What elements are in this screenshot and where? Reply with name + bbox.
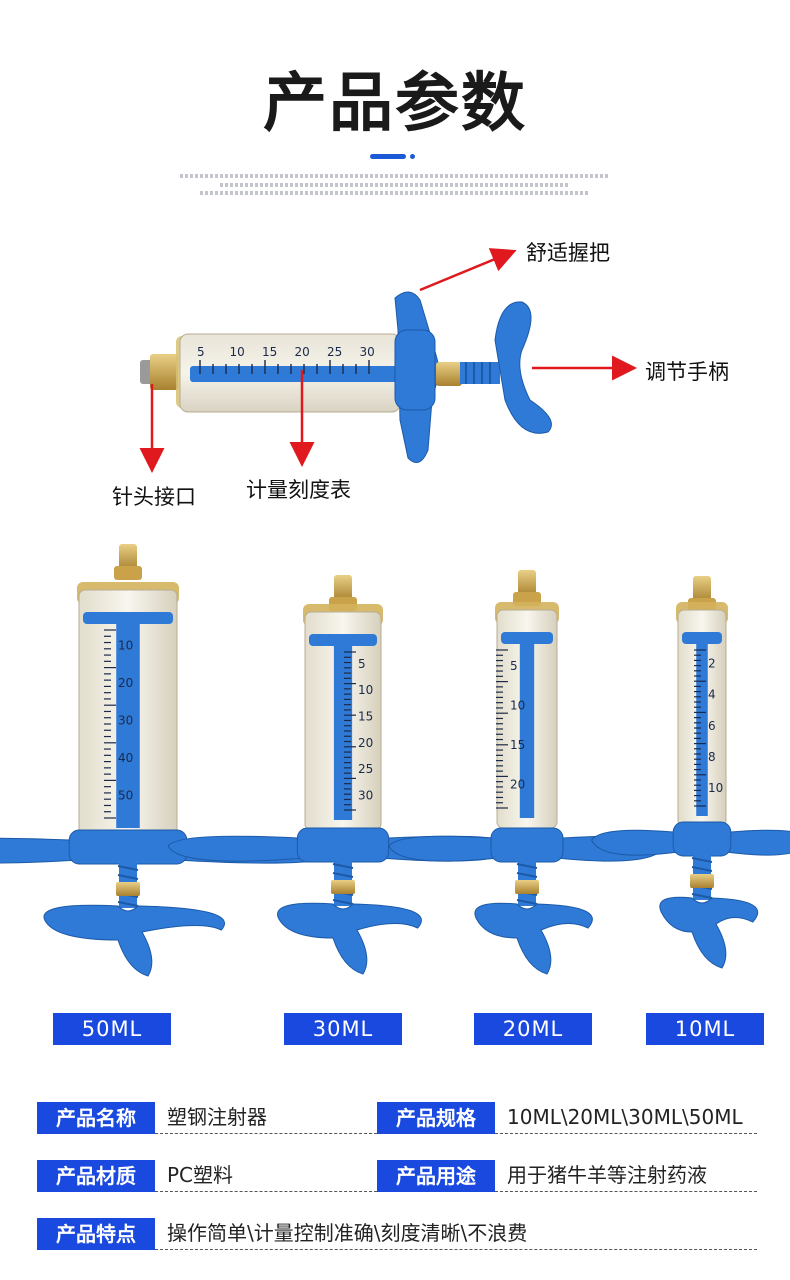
callout-scale: 计量刻度表 xyxy=(246,478,351,502)
spec-row: 产品材质 PC塑料 产品用途 用于猪牛羊等注射药液 xyxy=(37,1160,757,1192)
scale-tick-label: 15 xyxy=(358,710,373,724)
size-label-10ml: 10ML xyxy=(646,1013,764,1045)
scale-tick-label: 5 xyxy=(510,659,518,673)
spec-value-material: PC塑料 xyxy=(155,1160,377,1192)
scale-tick-label: 10 xyxy=(230,345,245,359)
scale-tick-label: 20 xyxy=(510,777,525,791)
spec-key-features: 产品特点 xyxy=(37,1218,155,1250)
scale-tick-label: 20 xyxy=(118,676,133,690)
scale-tick-label: 30 xyxy=(358,789,373,803)
size-label-20ml: 20ML xyxy=(474,1013,592,1045)
scale-tick-label: 15 xyxy=(262,345,277,359)
scale-tick-label: 5 xyxy=(197,345,205,359)
scale-tick-label: 10 xyxy=(510,698,525,712)
callout-handle: 调节手柄 xyxy=(645,360,729,384)
main-syringe: 5 10 15 20 25 30 xyxy=(140,291,552,463)
scale-tick-label: 50 xyxy=(118,789,133,803)
size-label-50ml: 50ML xyxy=(53,1013,171,1045)
spec-key-usage: 产品用途 xyxy=(377,1160,495,1192)
size-label-30ml: 30ML xyxy=(284,1013,402,1045)
product-illustration: 5 10 15 20 25 30 10 20 30 40 50 5 10 15 20 25 30 5 10 15 20… xyxy=(0,248,790,977)
scale-tick-label: 8 xyxy=(708,750,716,764)
spec-value-name: 塑钢注射器 xyxy=(155,1102,377,1134)
scale-tick-label: 2 xyxy=(708,656,716,670)
spec-key-size: 产品规格 xyxy=(377,1102,495,1134)
syringe-50ml: 10 20 30 40 50 xyxy=(0,544,354,977)
scale-tick-label: 10 xyxy=(358,683,373,697)
spec-row: 产品名称 塑钢注射器 产品规格 10ML\20ML\30ML\50ML xyxy=(37,1102,757,1134)
callout-grip: 舒适握把 xyxy=(526,241,610,265)
page-title: 产品参数 xyxy=(263,67,527,141)
spec-value-size: 10ML\20ML\30ML\50ML xyxy=(495,1102,757,1134)
scale-tick-label: 10 xyxy=(708,781,723,795)
syringe-30ml: 5 10 15 20 25 30 xyxy=(167,575,519,975)
scale-tick-label: 40 xyxy=(118,751,133,765)
decorative-text-line xyxy=(180,174,610,178)
title-underline xyxy=(370,154,406,159)
scale-tick-label: 30 xyxy=(360,345,375,359)
scale-tick-label: 20 xyxy=(358,736,373,750)
scale-tick-label: 25 xyxy=(358,762,373,776)
scale-tick-label: 25 xyxy=(327,345,342,359)
scale-tick-label: 6 xyxy=(708,719,716,733)
decorative-text-line xyxy=(220,183,570,187)
syringe-20ml: 5 10 15 20 xyxy=(388,570,666,975)
spec-value-features: 操作简单\计量控制准确\刻度清晰\不浪费 xyxy=(155,1218,757,1250)
scale-tick-label: 15 xyxy=(510,738,525,752)
spec-key-name: 产品名称 xyxy=(37,1102,155,1134)
title-dot xyxy=(410,154,415,159)
syringe-10ml: 2 4 6 8 10 xyxy=(591,576,790,969)
spec-key-material: 产品材质 xyxy=(37,1160,155,1192)
callout-arrows xyxy=(139,248,637,473)
scale-tick-label: 4 xyxy=(708,688,716,702)
spec-value-usage: 用于猪牛羊等注射药液 xyxy=(495,1160,757,1192)
scale-tick-label: 30 xyxy=(118,713,133,727)
scale-tick-label: 10 xyxy=(118,638,133,652)
decorative-text-line xyxy=(200,191,590,195)
spec-row: 产品特点 操作简单\计量控制准确\刻度清晰\不浪费 xyxy=(37,1218,757,1250)
scale-tick-label: 5 xyxy=(358,657,366,671)
scale-tick-label: 20 xyxy=(295,345,310,359)
callout-needle: 针头接口 xyxy=(112,485,196,509)
